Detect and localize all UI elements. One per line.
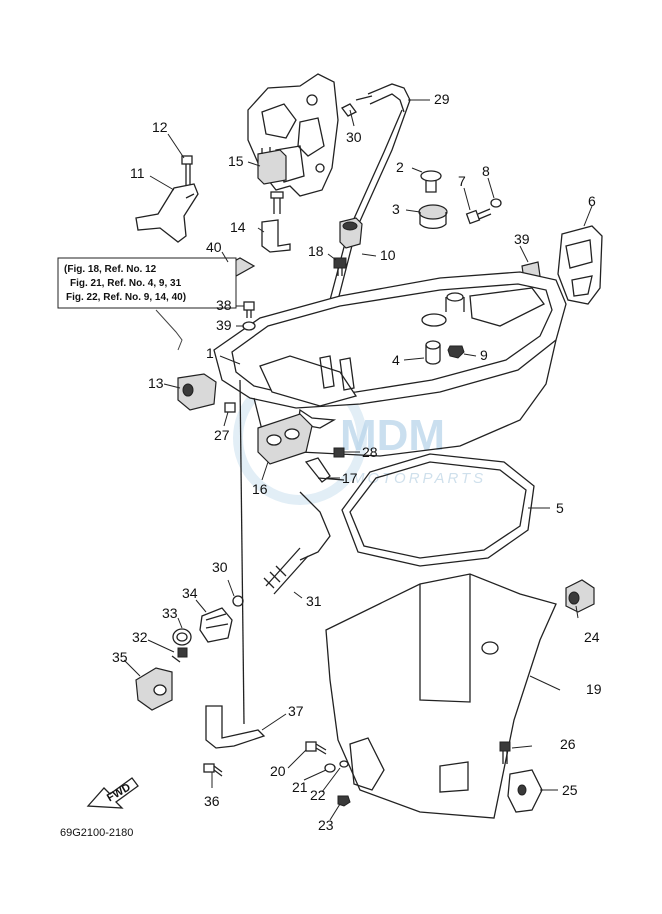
fwd-arrow-icon: FWD <box>86 777 139 809</box>
callout-18: 18 <box>308 243 324 259</box>
callout-29: 29 <box>434 91 450 107</box>
part-12-bolt <box>181 155 193 186</box>
part-8-washer <box>490 198 502 208</box>
callout-35: 35 <box>112 649 128 665</box>
note-line-3: Fig. 22, Ref. No. 9, 14, 40) <box>66 292 186 303</box>
part-13-grommet <box>177 373 217 411</box>
callout-32: 32 <box>132 629 148 645</box>
callout-30-top: 30 <box>346 129 362 145</box>
callout-38: 38 <box>216 297 232 313</box>
part-21-washer <box>324 763 336 773</box>
callout-31: 31 <box>306 593 322 609</box>
callout-1: 1 <box>206 345 214 361</box>
callout-36: 36 <box>204 793 220 809</box>
part-33-ring <box>172 628 192 646</box>
part-6-latch <box>557 225 603 305</box>
part-16-grommet <box>257 413 313 465</box>
part-14-plate <box>261 219 291 253</box>
callout-10: 10 <box>380 247 396 263</box>
callout-19: 19 <box>586 681 602 697</box>
callout-5: 5 <box>556 500 564 516</box>
part-7-bolt <box>465 208 492 225</box>
part-36-bolt <box>203 763 223 777</box>
part-2-screw <box>420 170 442 193</box>
callout-8: 8 <box>482 163 490 179</box>
callout-39: 39 <box>216 317 232 333</box>
watermark-text: MOTORPARTS <box>352 470 486 487</box>
callout-3: 3 <box>392 201 400 217</box>
callout-24: 24 <box>584 629 600 645</box>
part-28-bolt <box>333 447 345 458</box>
part-38-bolt <box>243 301 255 318</box>
part-27-plug <box>224 402 236 413</box>
part-35-housing <box>135 667 173 711</box>
callout-23: 23 <box>318 817 334 833</box>
callout-33: 33 <box>162 605 178 621</box>
callout-16: 16 <box>252 481 268 497</box>
watermark-logo: MDM <box>340 411 445 460</box>
callout-25: 25 <box>562 782 578 798</box>
callout-2: 2 <box>396 159 404 175</box>
callout-21: 21 <box>292 779 308 795</box>
part-34-cap <box>199 607 233 643</box>
part-10-grommet <box>339 217 363 249</box>
leader-lines <box>123 99 593 821</box>
part-15-block <box>257 147 287 185</box>
callout-27: 27 <box>214 427 230 443</box>
callout-37: 37 <box>288 703 304 719</box>
part-19-apron <box>325 573 557 819</box>
callout-12: 12 <box>152 119 168 135</box>
part-code: 69G2100-2180 <box>60 827 133 839</box>
callout-28: 28 <box>362 444 378 460</box>
callout-22: 22 <box>310 787 326 803</box>
fwd-label: FWD <box>105 781 133 804</box>
callout-26: 26 <box>560 736 576 752</box>
part-17-clip <box>304 457 345 483</box>
callout-labels: 29 30 12 11 15 14 40 2 3 7 8 6 39 10 18 … <box>112 91 602 833</box>
bottom-cowling-drawing <box>213 271 567 457</box>
callout-6: 6 <box>588 193 596 209</box>
reference-note: (Fig. 18, Ref. No. 12 Fig. 21, Ref. No. … <box>57 257 237 351</box>
part-37-bracket <box>205 379 266 749</box>
part-20-bolt <box>305 741 327 755</box>
part-25-clip <box>507 769 543 813</box>
callout-11: 11 <box>130 165 145 181</box>
part-30-clip <box>341 103 357 117</box>
callout-17: 17 <box>342 470 358 486</box>
callout-14: 14 <box>230 219 246 235</box>
note-line-1: (Fig. 18, Ref. No. 12 <box>64 264 157 275</box>
callout-13: 13 <box>148 375 164 391</box>
part-3-grommet <box>418 204 448 230</box>
callout-15: 15 <box>228 153 244 169</box>
callout-4: 4 <box>392 352 400 368</box>
callout-30-lower: 30 <box>212 559 228 575</box>
part-30-clip-lower <box>232 595 244 607</box>
callout-9: 9 <box>480 347 488 363</box>
callout-7: 7 <box>458 173 466 189</box>
part-39-washer <box>242 321 256 331</box>
callout-40: 39 <box>514 231 530 247</box>
part-11-bracket <box>135 183 199 243</box>
part-23-nut <box>337 795 351 807</box>
part-32-bolt <box>171 647 188 663</box>
part-4-collar <box>425 340 441 365</box>
part-9-nut <box>447 345 465 359</box>
part-31-hose <box>263 491 331 595</box>
callout-34: 34 <box>182 585 198 601</box>
part-18-bolt <box>333 257 347 276</box>
part-22-washer <box>339 760 349 768</box>
part-24-grommet <box>565 579 595 613</box>
part-26-bolt <box>499 741 511 764</box>
callout-41: 40 <box>206 239 222 255</box>
note-line-2: Fig. 21, Ref. No. 4, 9, 31 <box>70 278 182 289</box>
callout-20: 20 <box>270 763 286 779</box>
